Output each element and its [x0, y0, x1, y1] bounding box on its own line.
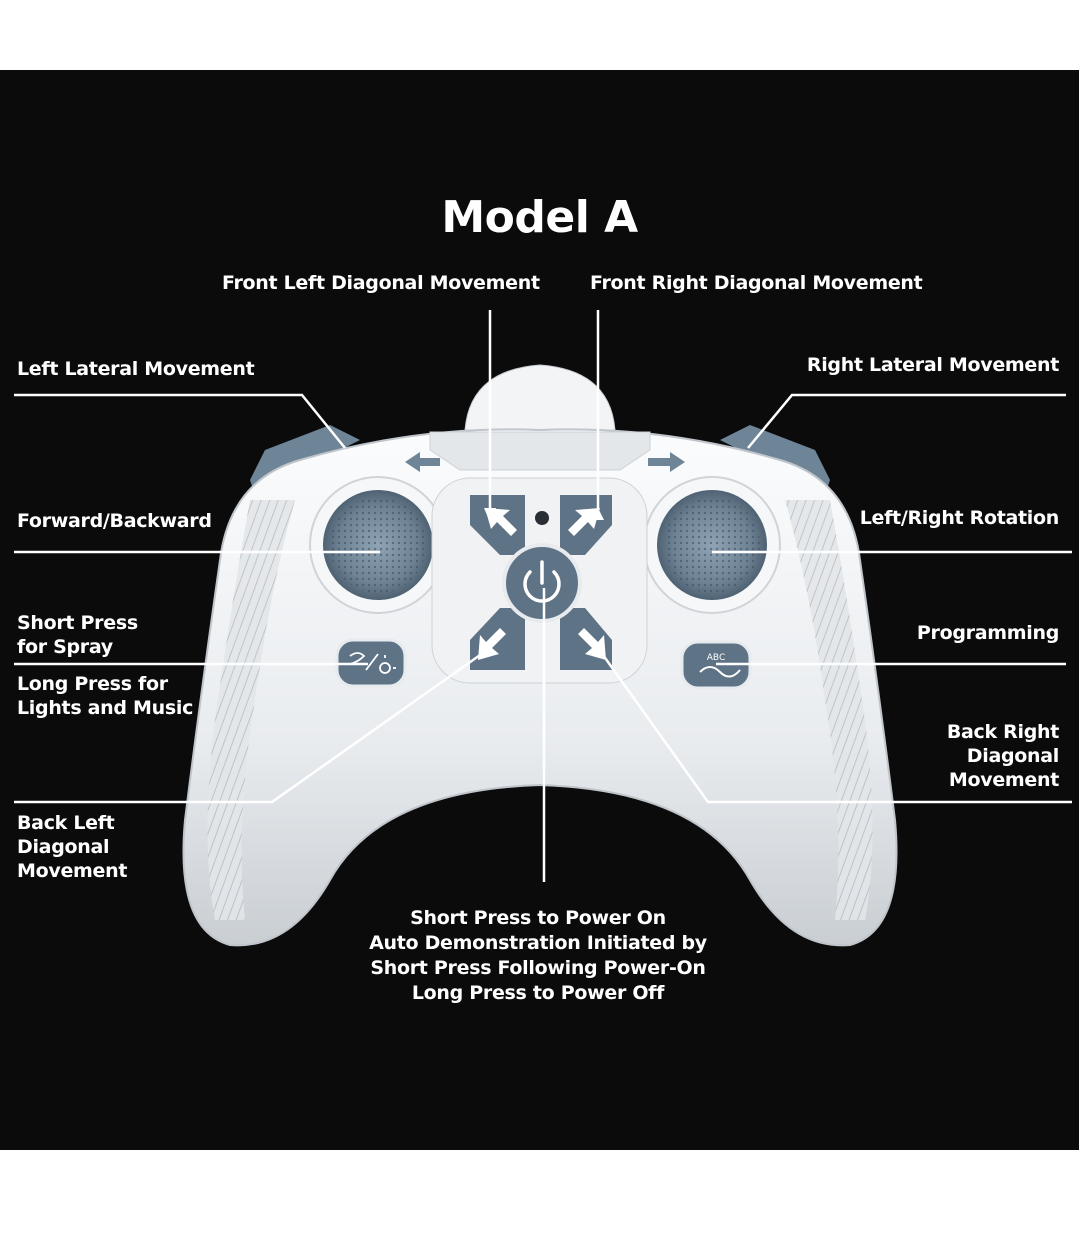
label-front-right-diagonal: Front Right Diagonal Movement: [590, 272, 923, 294]
label-front-left-diagonal: Front Left Diagonal Movement: [222, 272, 540, 294]
left-joystick[interactable]: [309, 476, 447, 614]
callout-lines: [14, 310, 1072, 882]
diagram-title: Model A: [441, 192, 638, 243]
power-button[interactable]: [502, 543, 582, 623]
label-right-lateral: Right Lateral Movement: [806, 354, 1059, 376]
arrow-right-icon: [648, 452, 685, 472]
back-right-diagonal-button[interactable]: [560, 608, 612, 670]
label-programming: Programming: [916, 622, 1059, 644]
label-left-lateral: Left Lateral Movement: [17, 358, 255, 380]
right-grip-texture: [785, 500, 873, 920]
diagonal-arrow-icon: [568, 508, 600, 536]
diagonal-arrow-icon: [578, 628, 606, 660]
label-back-left-diagonal: Back Left Diagonal Movement: [17, 812, 128, 882]
label-long-press-lights: Long Press for Lights and Music: [17, 673, 194, 719]
programming-button-text: ABC: [707, 653, 725, 663]
left-grip-texture: [207, 500, 295, 920]
spray-light-icon: [349, 652, 396, 674]
top-ridge: [429, 431, 651, 471]
label-back-right-diagonal: Back Right Diagonal Movement: [946, 721, 1059, 791]
label-forward-backward: Forward/Backward: [17, 510, 212, 532]
programming-icon: [699, 666, 741, 678]
label-power: Short Press to Power On Auto Demonstrati…: [369, 907, 707, 1004]
right-joystick[interactable]: [643, 476, 781, 614]
power-icon: [523, 560, 561, 603]
label-left-right-rotation: Left/Right Rotation: [859, 507, 1060, 529]
indicator-light: [535, 511, 549, 525]
antenna-hump: [464, 364, 616, 431]
label-short-press-spray: Short Press for Spray: [17, 612, 138, 658]
arrow-left-icon: [405, 452, 440, 472]
